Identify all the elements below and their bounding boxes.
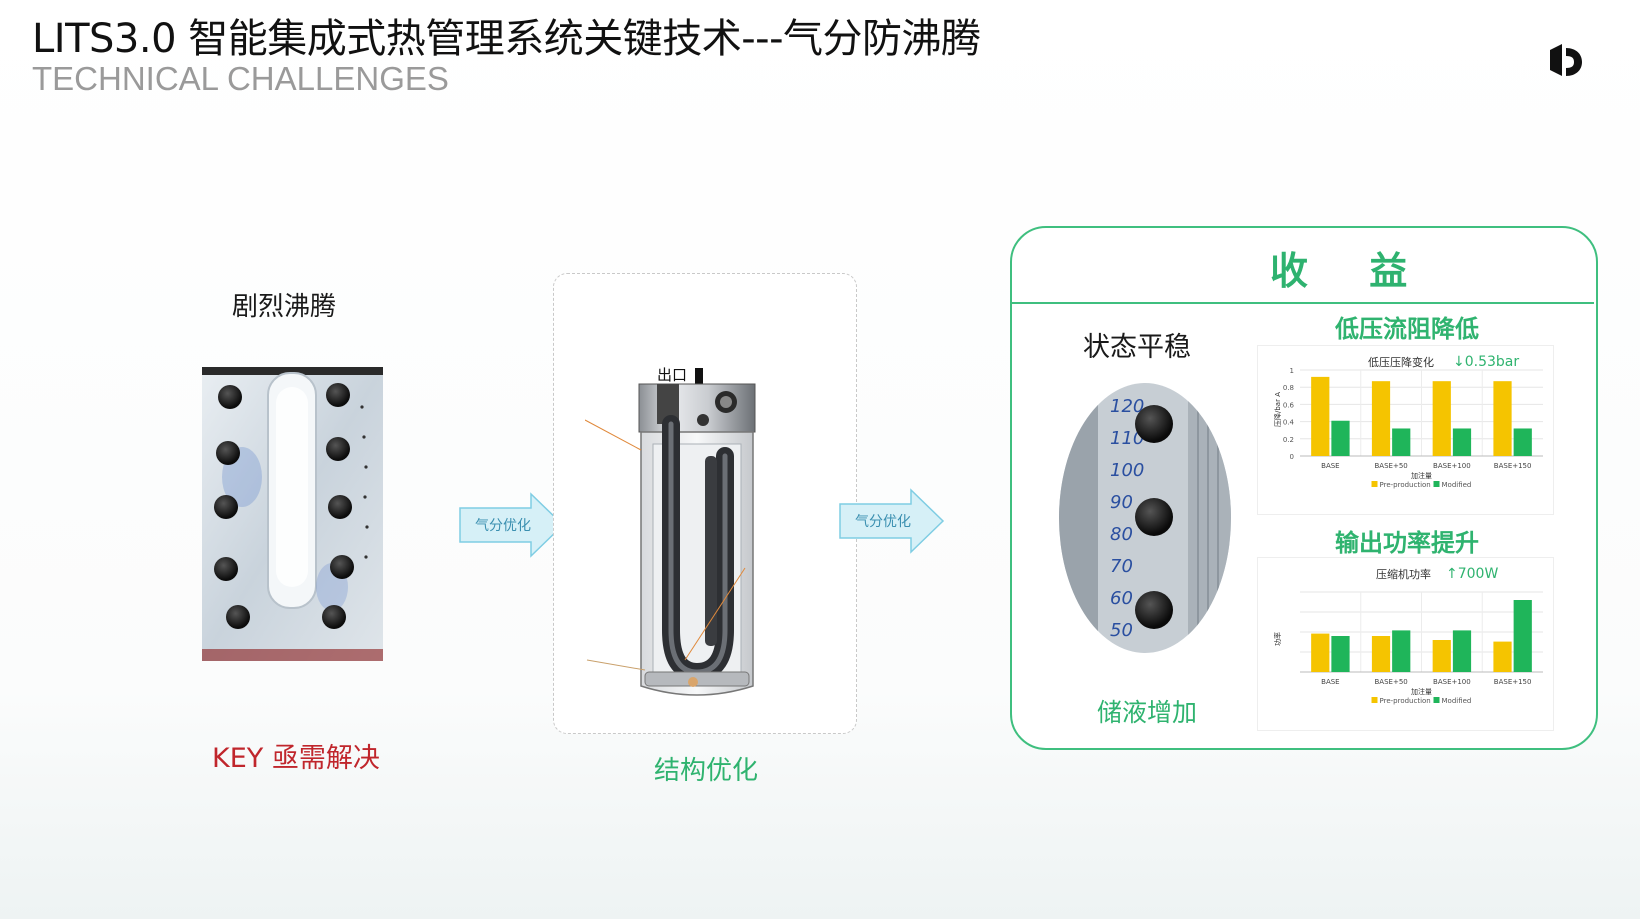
- structure-optimization-label: 结构优化: [654, 756, 759, 786]
- boiling-photo: [202, 367, 383, 661]
- storage-increase-label: 储液增加: [1097, 698, 1198, 727]
- power-chart: 压缩机功率 ↑700W BASE BASE+50 BASE+100 BASE+150 功…: [1257, 557, 1554, 731]
- x-tick-label: BASE+50: [1375, 462, 1408, 470]
- benefits-title: 收 益: [1270, 249, 1432, 293]
- sight-glass-mark: 110: [1110, 428, 1144, 449]
- x-tick-label: BASE+100: [1433, 678, 1471, 686]
- y-tick-label: 0.4: [1283, 419, 1295, 427]
- power-heading: 输出功率提升: [1335, 529, 1479, 557]
- pressure-drop-heading: 低压流阻降低: [1335, 315, 1479, 343]
- y-tick-label: 0.8: [1283, 384, 1294, 392]
- chart-highlight: ↑700W: [1446, 566, 1498, 582]
- x-tick-label: BASE+50: [1375, 678, 1408, 686]
- y-axis-label: 功率: [1273, 632, 1282, 646]
- sight-glass-mark: 80: [1110, 524, 1133, 545]
- sight-glass-photo: 120 110 100 90 80 70 60 50: [1059, 383, 1231, 653]
- bar-modified: [1331, 420, 1350, 456]
- x-tick-label: BASE: [1321, 462, 1339, 470]
- stable-state-label: 状态平稳: [1083, 332, 1191, 363]
- boiling-label: 剧烈沸腾: [232, 292, 337, 322]
- y-tick-label: 0: [1290, 453, 1294, 461]
- outlet-label: 出口: [657, 366, 687, 384]
- bar-modified: [1392, 630, 1411, 672]
- bar-pre-production: [1311, 376, 1330, 456]
- bar-pre-production: [1432, 381, 1451, 456]
- sight-glass-mark: 100: [1110, 460, 1144, 481]
- legend-label: Modified: [1442, 697, 1472, 705]
- legend-swatch: [1371, 481, 1378, 487]
- chart-highlight: ↓0.53bar: [1453, 354, 1519, 370]
- x-tick-label: BASE: [1321, 678, 1339, 686]
- sight-glass-mark: 60: [1110, 588, 1133, 609]
- optimization-arrow-icon: 气分优化: [839, 488, 945, 554]
- x-axis-label: 加注量: [1411, 471, 1432, 480]
- legend-label: Pre-production: [1380, 697, 1431, 705]
- page-subtitle: TECHNICAL CHALLENGES: [32, 60, 449, 97]
- sight-glass-mark: 120: [1110, 396, 1144, 417]
- arrow-label: 气分优化: [855, 514, 911, 530]
- y-axis-label: 压降/bar A: [1273, 392, 1282, 427]
- legend-label: Pre-production: [1380, 481, 1431, 489]
- x-tick-label: BASE+150: [1494, 678, 1532, 686]
- power-chart-svg: 压缩机功率 ↑700W BASE BASE+50 BASE+100 BASE+150 功…: [1273, 566, 1543, 705]
- bar-pre-production: [1371, 636, 1391, 672]
- sight-glass-mark: 50: [1110, 620, 1133, 641]
- legend-swatch: [1433, 481, 1440, 487]
- arrow-label: 气分优化: [475, 518, 531, 534]
- brand-logo-icon: [1550, 44, 1582, 76]
- bar-modified: [1392, 428, 1411, 456]
- y-tick-label: 1: [1290, 367, 1294, 375]
- bar-modified: [1452, 428, 1472, 456]
- bar-pre-production: [1311, 633, 1330, 672]
- bar-pre-production: [1432, 640, 1451, 672]
- accumulator-cross-section: 出口: [585, 366, 756, 696]
- bar-modified: [1452, 630, 1472, 672]
- chart-title: 压缩机功率: [1376, 567, 1431, 581]
- page-title: LITS3.0 智能集成式热管理系统关键技术---气分防沸腾: [32, 16, 981, 62]
- legend-label: Modified: [1442, 481, 1472, 489]
- y-tick-label: 0.2: [1283, 436, 1294, 444]
- legend-swatch: [1433, 697, 1440, 703]
- y-tick-label: 0.6: [1283, 401, 1295, 409]
- sight-glass-mark: 70: [1110, 556, 1133, 577]
- key-issue-label: KEY 亟需解决: [212, 743, 380, 774]
- bar-pre-production: [1493, 381, 1512, 456]
- chart-title: 低压压降变化: [1368, 355, 1434, 369]
- benefits-divider: [1012, 302, 1594, 304]
- x-axis-label: 加注量: [1411, 687, 1432, 696]
- bar-modified: [1331, 636, 1350, 672]
- sight-glass-mark: 90: [1110, 492, 1133, 513]
- x-tick-label: BASE+100: [1433, 462, 1471, 470]
- bar-pre-production: [1371, 381, 1391, 456]
- x-tick-label: BASE+150: [1494, 462, 1532, 470]
- bar-modified: [1513, 428, 1532, 456]
- bar-pre-production: [1493, 641, 1512, 672]
- legend-swatch: [1371, 697, 1378, 703]
- optimization-arrow-icon: 气分优化: [459, 492, 565, 558]
- bar-modified: [1513, 600, 1532, 672]
